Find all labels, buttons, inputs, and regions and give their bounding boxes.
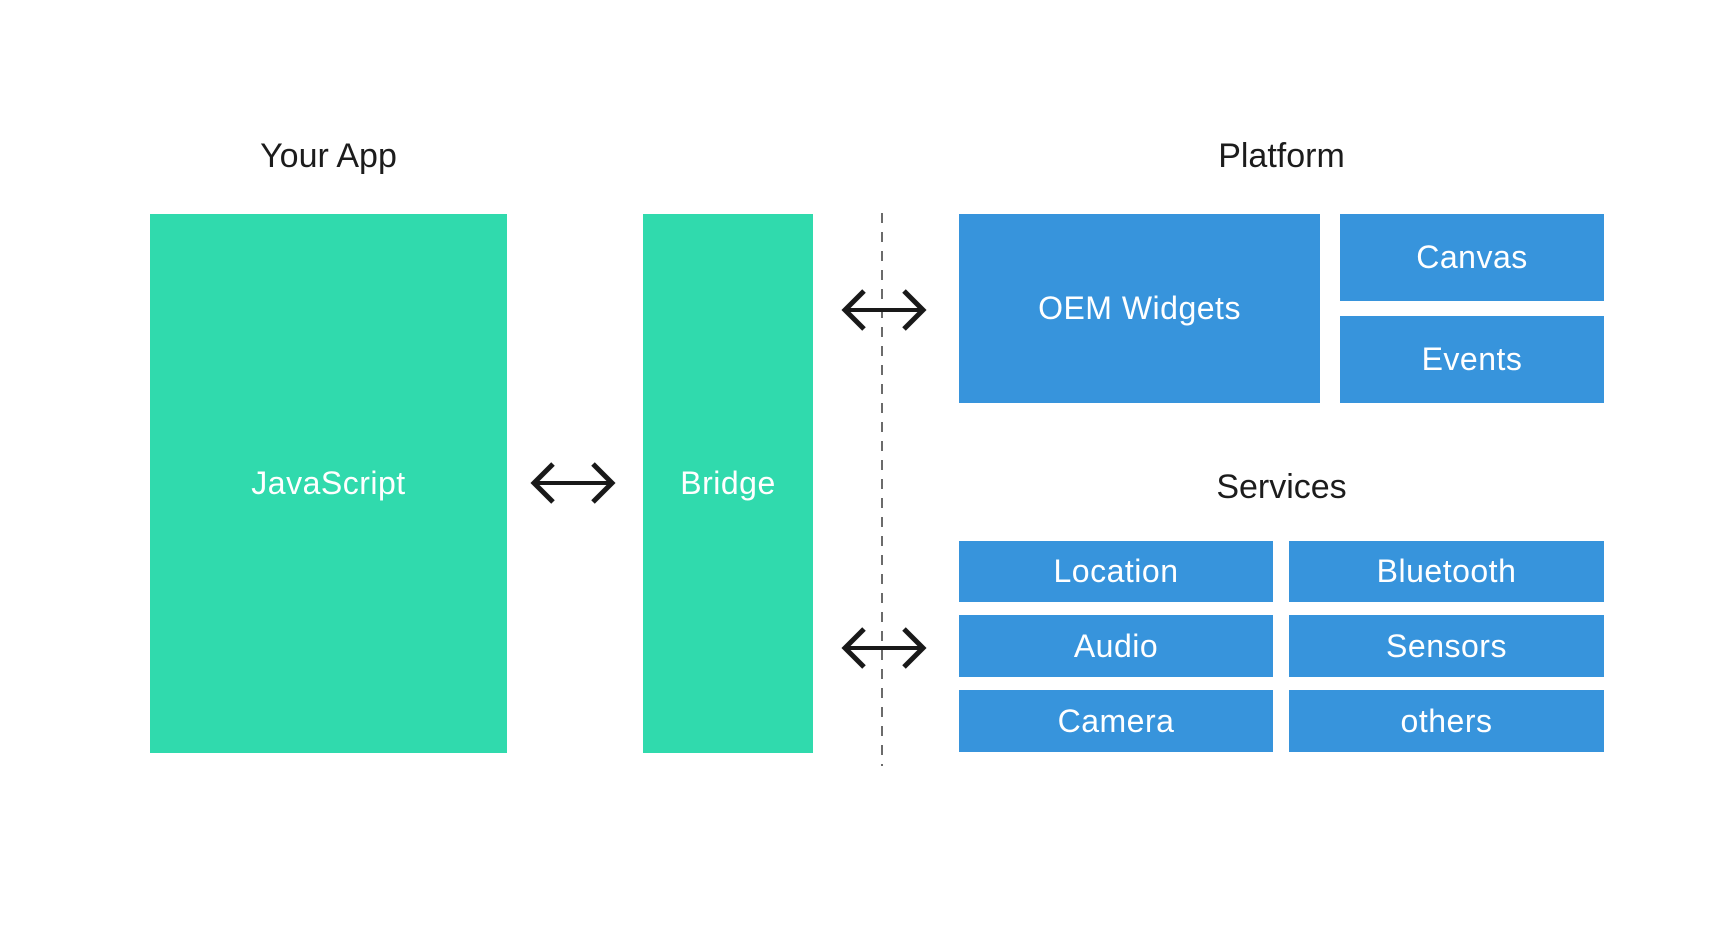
bridge-services-double-arrow-icon	[841, 627, 927, 669]
oem-widgets-box-label: OEM Widgets	[1038, 290, 1241, 326]
your-app-heading: Your App	[260, 137, 397, 175]
platform-boundary-dashed-divider	[881, 213, 883, 766]
events-box-label: Events	[1421, 341, 1523, 377]
platform-heading: Platform	[1218, 137, 1345, 175]
sensors-box: Sensors	[1289, 615, 1604, 677]
js-bridge-double-arrow-icon	[530, 462, 616, 504]
audio-box: Audio	[959, 615, 1273, 677]
javascript-box-label: JavaScript	[251, 465, 406, 501]
camera-box-label: Camera	[1057, 702, 1175, 739]
camera-box: Camera	[959, 690, 1273, 752]
sensors-box-label: Sensors	[1386, 627, 1507, 664]
events-box: Events	[1340, 316, 1604, 403]
bluetooth-box-label: Bluetooth	[1376, 553, 1517, 589]
location-box: Location	[959, 541, 1273, 602]
oem-widgets-box: OEM Widgets	[959, 214, 1320, 403]
bridge-box: Bridge	[643, 214, 813, 753]
javascript-box: JavaScript	[150, 214, 507, 753]
services-heading: Services	[1216, 468, 1347, 506]
bridge-platform-double-arrow-icon	[841, 289, 927, 331]
bluetooth-box: Bluetooth	[1289, 541, 1604, 602]
others-box-label: others	[1400, 702, 1493, 739]
bridge-box-label: Bridge	[680, 465, 776, 501]
canvas-box: Canvas	[1340, 214, 1604, 301]
location-box-label: Location	[1053, 553, 1179, 589]
others-box: others	[1289, 690, 1604, 752]
canvas-box-label: Canvas	[1416, 239, 1528, 275]
audio-box-label: Audio	[1073, 627, 1159, 664]
